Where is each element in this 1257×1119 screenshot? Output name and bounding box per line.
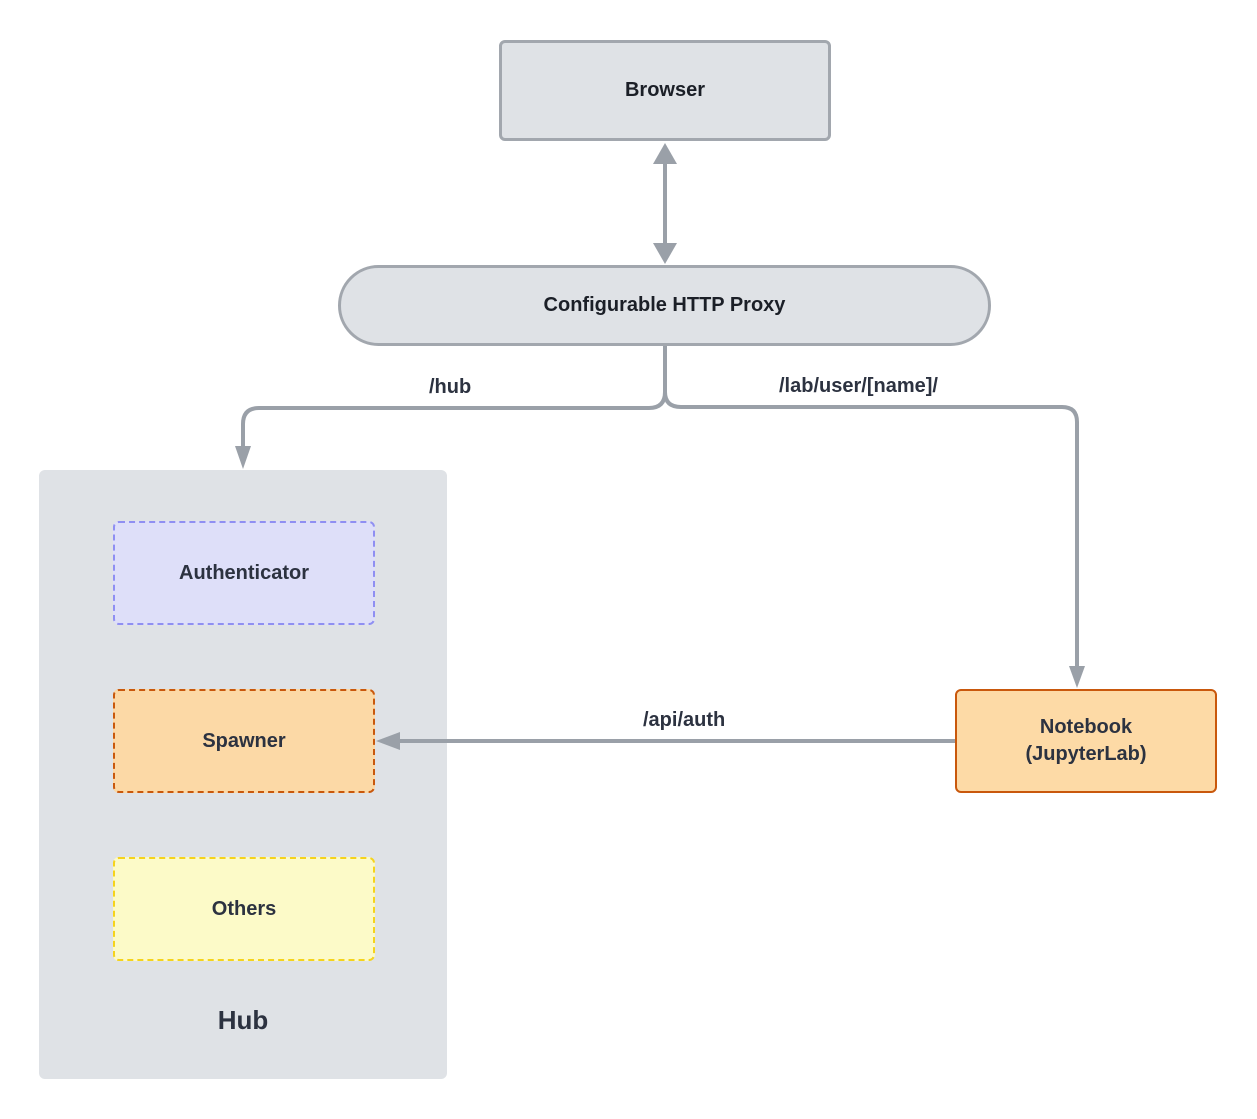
arrowhead-down-hub (235, 446, 251, 469)
hub-route-label: /hub (429, 376, 472, 398)
hub-label: Hub (217, 1004, 269, 1035)
lab-route-label: /lab/user/[name]/ (779, 375, 938, 397)
authenticator-node: Authenticator (113, 521, 375, 625)
notebook-node: Notebook (JupyterLab) (955, 689, 1217, 793)
browser-node: Browser (499, 40, 831, 141)
api-route-label: /api/auth (643, 709, 726, 731)
notebook-subtitle: (JupyterLab) (1025, 743, 1147, 765)
arrowhead-down-notebook (1069, 666, 1085, 688)
spawner-node: Spawner (113, 689, 375, 793)
arrowhead-down-proxy (653, 243, 677, 264)
proxy-notebook-connector (663, 346, 1079, 668)
others-node: Others (113, 857, 375, 961)
notebook-title: Notebook (1039, 716, 1133, 738)
arrowhead-up-browser (653, 143, 677, 164)
arrowhead-left-spawner (376, 732, 400, 750)
proxy-node: Configurable HTTP Proxy (338, 265, 991, 346)
